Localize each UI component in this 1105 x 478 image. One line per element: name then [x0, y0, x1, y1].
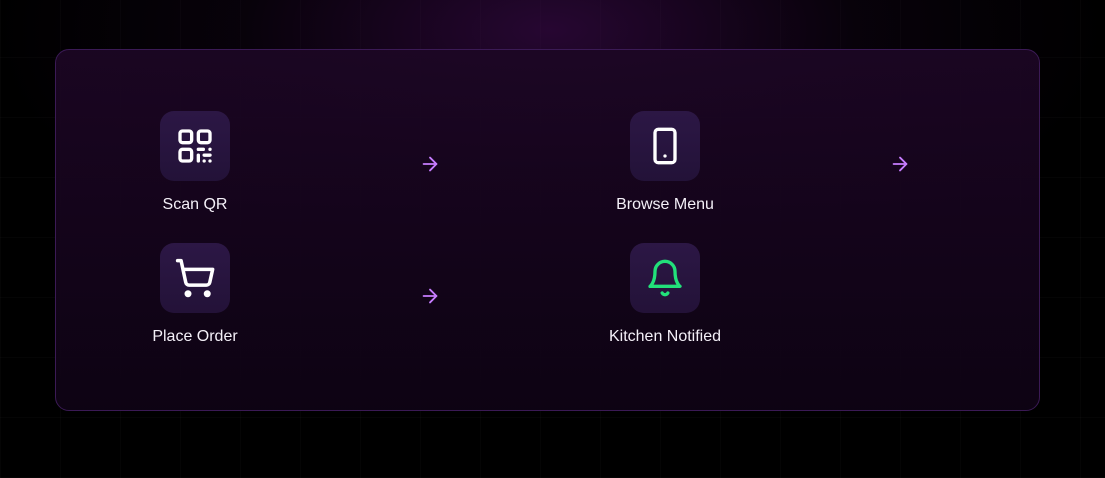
- step-icon-tile: [630, 243, 700, 313]
- qr-code-icon: [178, 129, 212, 163]
- step-place-order: Place Order: [95, 243, 295, 346]
- shopping-cart-icon: [175, 258, 215, 298]
- arrow-right-icon: [422, 288, 438, 304]
- smartphone-icon: [653, 127, 677, 165]
- step-label: Place Order: [152, 328, 238, 345]
- step-label: Kitchen Notified: [608, 328, 722, 345]
- step-icon-tile: [630, 111, 700, 181]
- step-label: Scan QR: [162, 196, 228, 213]
- flow-panel: [55, 49, 1040, 411]
- step-label: Browse Menu: [616, 196, 714, 213]
- step-browse-menu: Browse Menu: [565, 111, 765, 214]
- bell-icon: [648, 259, 682, 297]
- step-icon-tile: [160, 111, 230, 181]
- arrow-right-icon: [892, 156, 908, 172]
- step-icon-tile: [160, 243, 230, 313]
- arrow-right-icon: [422, 156, 438, 172]
- step-scan-qr: Scan QR: [95, 111, 295, 214]
- step-kitchen-notified: Kitchen Notified: [565, 243, 765, 346]
